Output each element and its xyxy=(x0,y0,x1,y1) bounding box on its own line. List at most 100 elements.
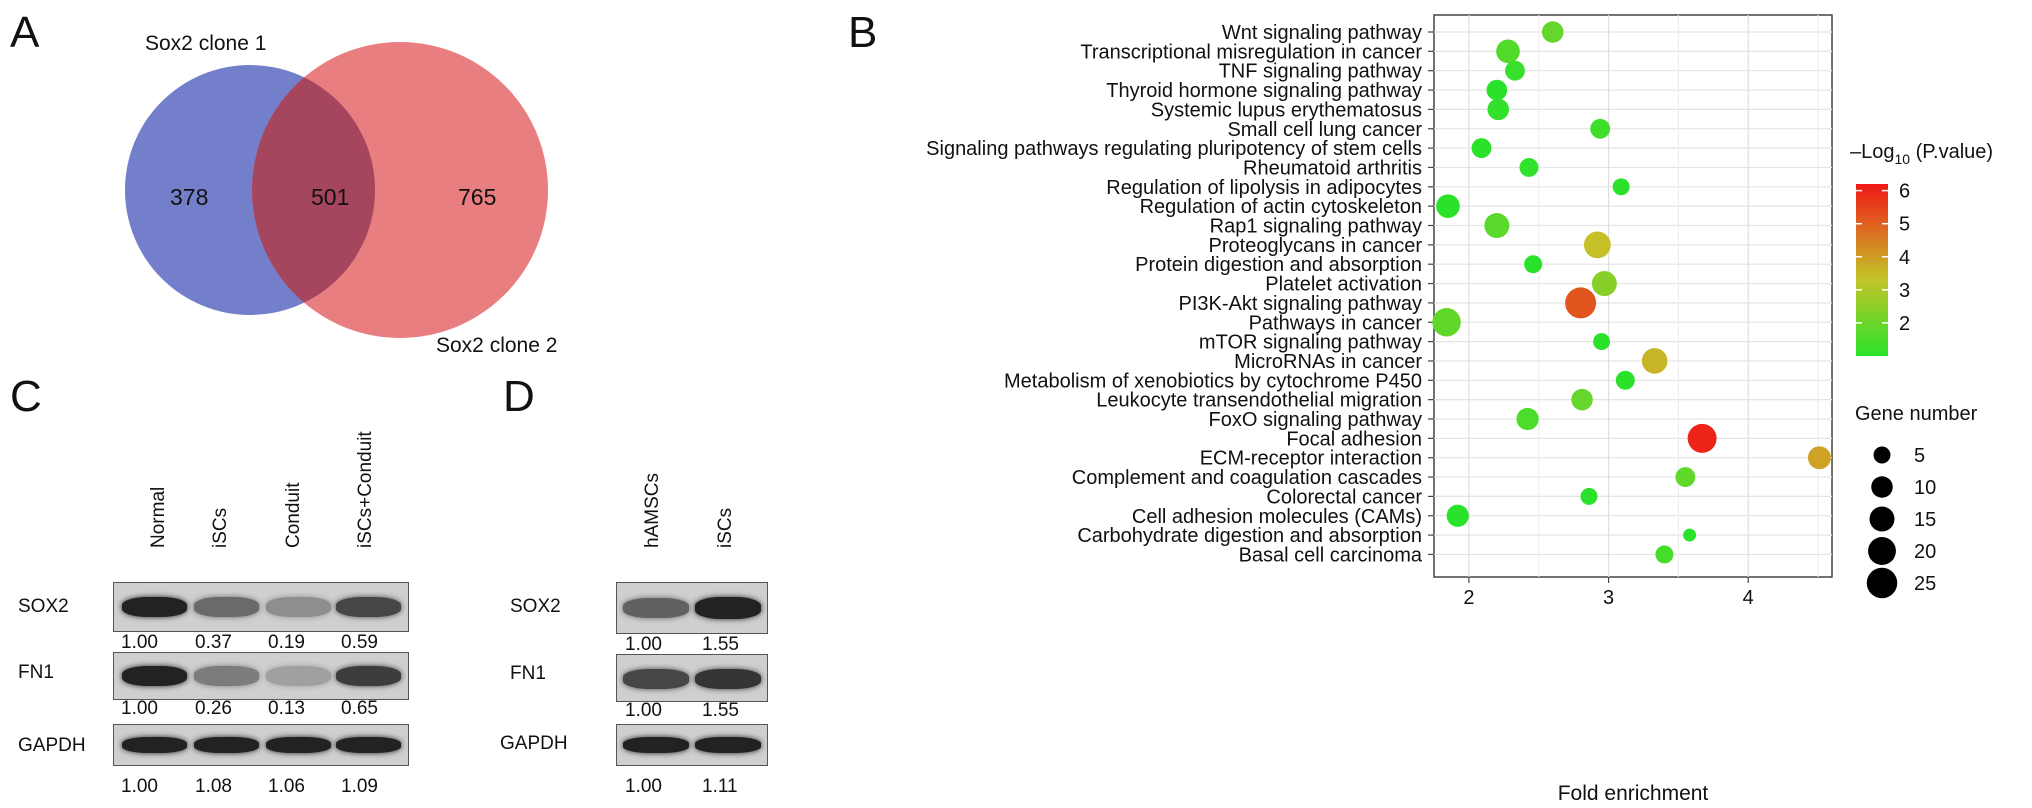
data-point xyxy=(1683,528,1697,542)
blot-c-row-label-fn1: FN1 xyxy=(18,662,54,683)
data-point xyxy=(1590,118,1611,139)
blot-band xyxy=(122,597,187,617)
color-legend-label: 4 xyxy=(1899,247,1910,269)
data-point xyxy=(1519,157,1539,177)
color-legend-label: 3 xyxy=(1899,280,1910,302)
venn-diagram: Sox2 clone 1 Sox2 clone 2 378 501 765 xyxy=(125,32,557,357)
y-tick-label: PI3K-Akt signaling pathway xyxy=(1179,293,1422,315)
data-point xyxy=(1615,370,1635,390)
blot-band xyxy=(194,737,259,753)
blot-c-sox2-strip xyxy=(113,582,409,632)
panel-label-c: C xyxy=(10,372,42,421)
data-point xyxy=(1446,504,1469,527)
data-point xyxy=(1687,423,1717,453)
color-legend-title: –Log10 (P.value) xyxy=(1850,141,1993,167)
size-legend-label: 5 xyxy=(1914,445,1925,467)
data-point xyxy=(1496,39,1520,64)
data-point xyxy=(1583,231,1611,259)
size-legend-label: 25 xyxy=(1914,573,1936,595)
y-tick-label: FoxO signaling pathway xyxy=(1209,409,1422,431)
data-point xyxy=(1484,213,1510,238)
x-tick-label: 3 xyxy=(1603,587,1614,609)
size-legend-dot xyxy=(1871,476,1893,498)
size-legend-dot xyxy=(1866,567,1898,599)
blot-c-row-label-sox2: SOX2 xyxy=(18,596,69,617)
data-point xyxy=(1516,407,1539,431)
color-legend-label: 5 xyxy=(1899,214,1910,236)
blot-c-fn1-strip xyxy=(113,652,409,700)
data-point xyxy=(1565,287,1597,319)
x-axis-label: Fold enrichment xyxy=(1558,782,1709,805)
blot-c-gapdh-value: 1.08 xyxy=(195,776,232,797)
blot-band xyxy=(122,666,187,686)
blot-c-sox2-value: 1.00 xyxy=(121,632,158,653)
panel-label-a: A xyxy=(10,8,40,57)
size-legend-label: 10 xyxy=(1914,477,1936,499)
color-legend-bar xyxy=(1856,184,1888,356)
data-point xyxy=(1580,487,1598,505)
y-tick-label: Transcriptional misregulation in cancer xyxy=(1080,41,1422,63)
data-point xyxy=(1807,446,1831,470)
size-legend-dot xyxy=(1868,537,1896,565)
x-tick-label: 2 xyxy=(1463,587,1474,609)
y-tick-label: Small cell lung cancer xyxy=(1227,119,1422,141)
blot-c-sox2-value: 0.19 xyxy=(268,632,305,653)
data-point xyxy=(1571,388,1593,411)
panel-label-d: D xyxy=(503,372,535,421)
blot-band xyxy=(266,597,331,617)
y-tick-label: Platelet activation xyxy=(1265,274,1422,296)
blot-c-gapdh-strip xyxy=(113,724,409,766)
venn-only2-count: 765 xyxy=(458,184,496,210)
y-tick-label: Pathways in cancer xyxy=(1249,312,1423,334)
blot-c-fn1-value: 0.65 xyxy=(341,698,378,719)
blot-c-sox2-value: 0.59 xyxy=(341,632,378,653)
data-point xyxy=(1675,467,1696,487)
y-tick-label: Leukocyte transendothelial migration xyxy=(1096,390,1422,412)
y-tick-label: Regulation of actin cytoskeleton xyxy=(1140,196,1422,218)
blot-c-row-label-gapdh: GAPDH xyxy=(18,735,86,756)
y-tick-label: Rap1 signaling pathway xyxy=(1210,216,1422,238)
blot-band xyxy=(266,737,331,753)
blot-c-fn1-value: 0.13 xyxy=(268,698,305,719)
data-point xyxy=(1541,21,1564,43)
data-point xyxy=(1593,333,1611,351)
venn-set1-label: Sox2 clone 1 xyxy=(145,32,266,55)
venn-set2-label: Sox2 clone 2 xyxy=(436,334,557,357)
panel-label-b: B xyxy=(848,8,878,57)
size-legend-dot xyxy=(1873,446,1891,464)
size-legend-label: 20 xyxy=(1914,541,1936,563)
size-legend-label: 15 xyxy=(1914,509,1936,531)
y-tick-label: Protein digestion and absorption xyxy=(1135,254,1422,276)
blot-c-sox2-value: 0.37 xyxy=(195,632,232,653)
data-point xyxy=(1524,255,1543,274)
y-tick-label: Rheumatoid arthritis xyxy=(1243,157,1422,179)
y-tick-label: Systemic lupus erythematosus xyxy=(1151,99,1422,121)
y-tick-label: Complement and coagulation cascades xyxy=(1072,467,1422,489)
y-tick-label: mTOR signaling pathway xyxy=(1199,332,1422,354)
y-tick-label: Signaling pathways regulating pluripoten… xyxy=(926,138,1422,160)
blot-c-gapdh-value: 1.00 xyxy=(121,776,158,797)
blot-panel-c: Normal iSCs Conduit iSCs+Conduit SOX2 1.… xyxy=(0,0,440,808)
blot-c-fn1-value: 1.00 xyxy=(121,698,158,719)
blot-c-gapdh-value: 1.06 xyxy=(268,776,305,797)
blot-band xyxy=(336,737,401,753)
y-tick-label: Colorectal cancer xyxy=(1266,486,1422,508)
venn-overlap-count: 501 xyxy=(311,184,349,210)
blot-c-gapdh-value: 1.09 xyxy=(341,776,378,797)
blot-band xyxy=(336,666,401,686)
blot-band xyxy=(194,597,259,617)
y-tick-label: Focal adhesion xyxy=(1286,428,1422,450)
y-tick-label: MicroRNAs in cancer xyxy=(1234,351,1422,373)
data-point xyxy=(1641,348,1668,374)
data-point xyxy=(1436,194,1460,218)
data-point xyxy=(1655,545,1674,564)
y-tick-label: Basal cell carcinoma xyxy=(1239,544,1423,566)
y-tick-label: Proteoglycans in cancer xyxy=(1209,235,1423,257)
y-tick-label: Wnt signaling pathway xyxy=(1222,22,1422,44)
x-tick-label: 4 xyxy=(1743,587,1754,609)
venn-overlap-region xyxy=(252,65,375,315)
y-tick-label: Thyroid hormone signaling pathway xyxy=(1106,80,1422,102)
y-tick-label: ECM-receptor interaction xyxy=(1200,448,1422,470)
y-tick-label: Carbohydrate digestion and absorption xyxy=(1077,525,1422,547)
